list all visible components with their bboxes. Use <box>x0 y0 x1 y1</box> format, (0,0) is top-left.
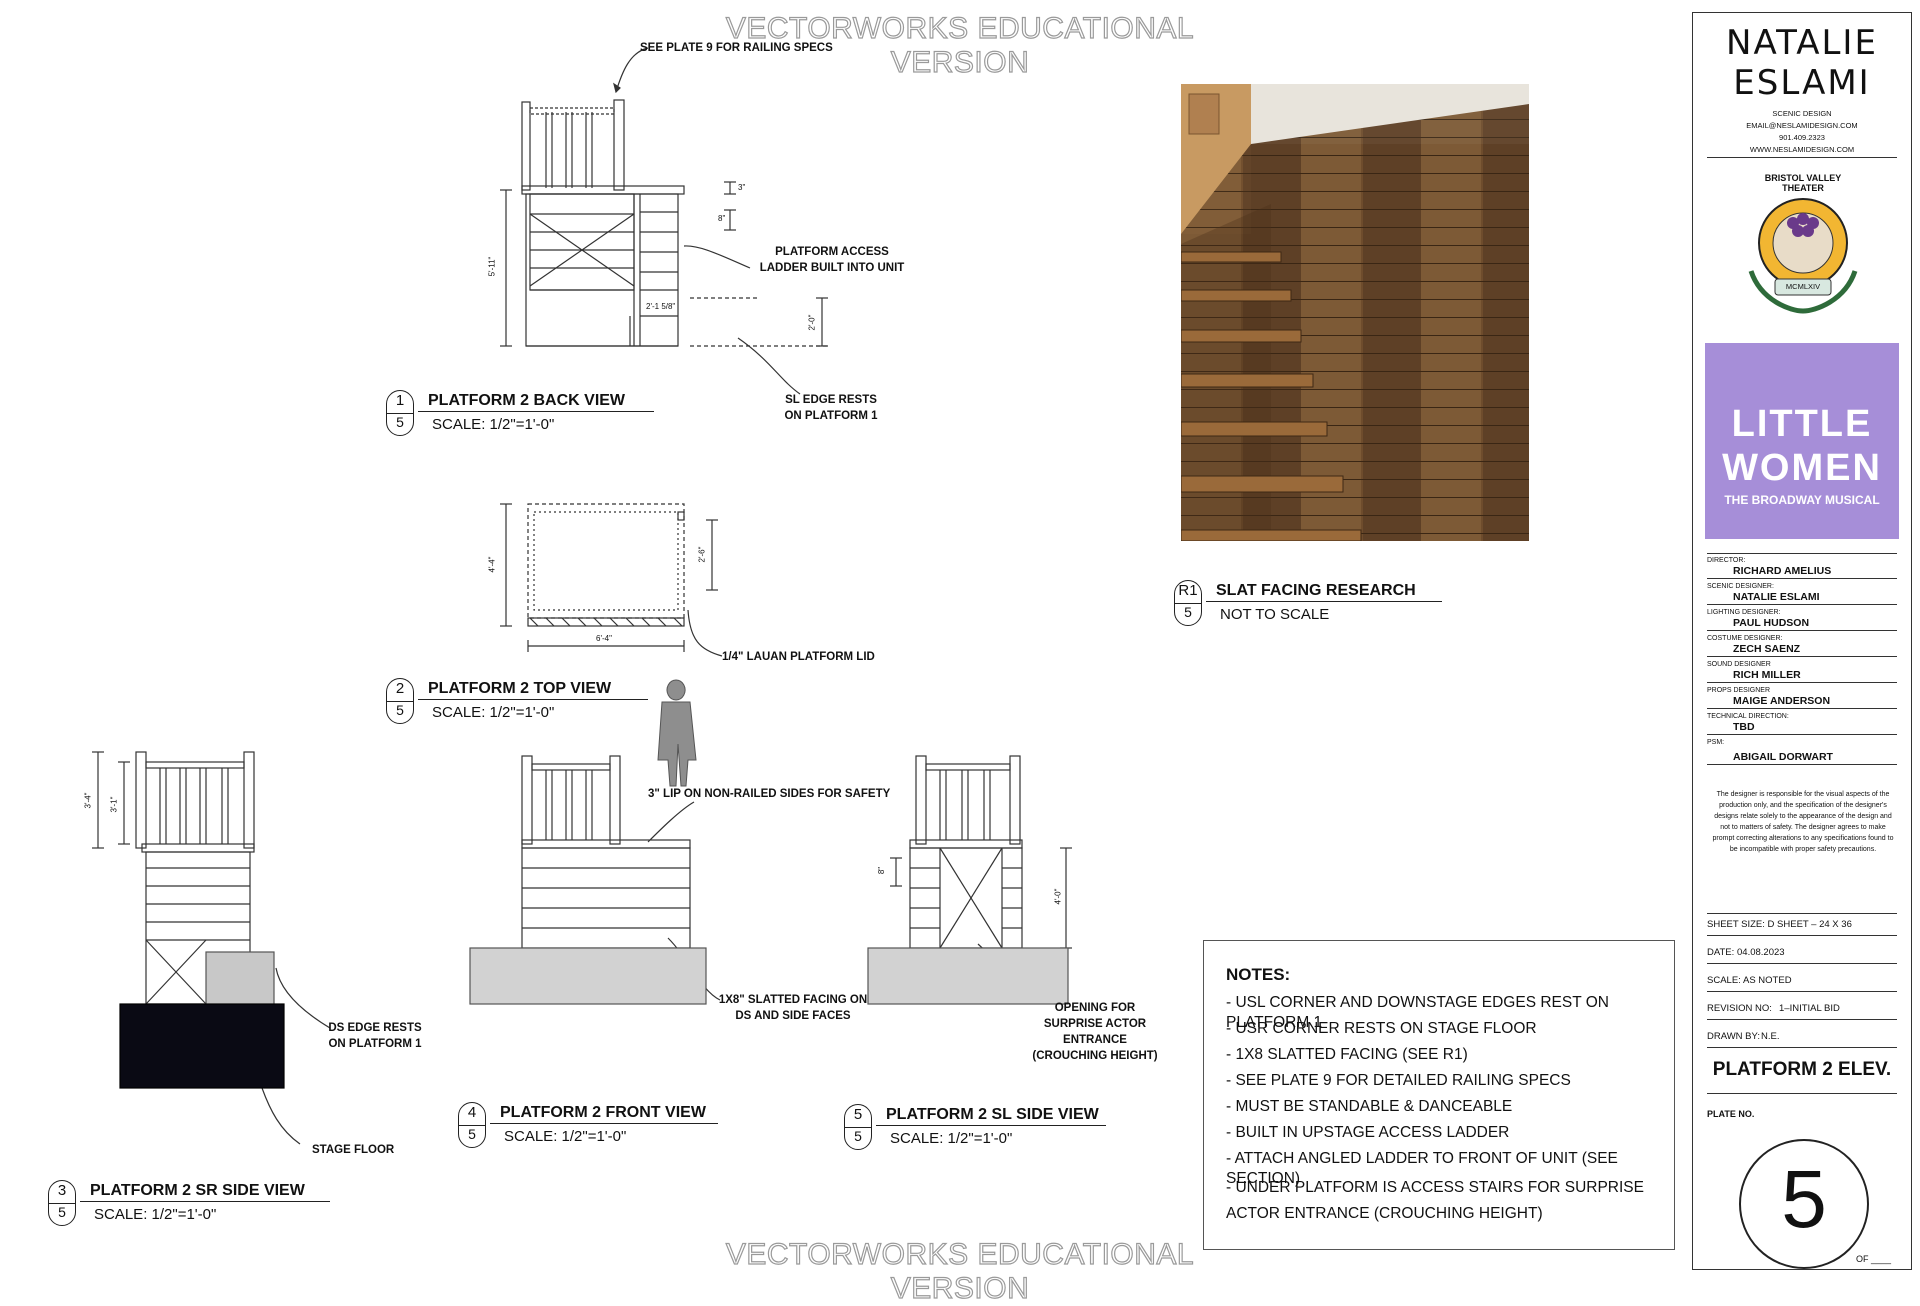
view-title: PLATFORM 2 BACK VIEW <box>428 392 626 409</box>
notes-box: NOTES: - USL CORNER AND DOWNSTAGE EDGES … <box>1203 940 1675 1250</box>
back-view-drawing <box>500 47 830 395</box>
notes-heading: NOTES: <box>1226 965 1291 984</box>
plate-number: 5 <box>1781 1154 1827 1245</box>
callout-opening: OPENING FOR SURPRISE ACTOR ENTRANCE (CRO… <box>1032 1002 1158 1062</box>
plate-number-circle: 5 <box>1739 1139 1869 1269</box>
revision-value: 1–INITIAL BID <box>1779 1003 1840 1014</box>
note-item: - BUILT IN UPSTAGE ACCESS LADDER <box>1226 1124 1510 1141</box>
dim-sr-34: 3'-4" <box>83 792 93 809</box>
view-scale: SCALE: 1/2"=1'-0" <box>432 704 555 721</box>
research-photo-staircase <box>1181 84 1529 541</box>
plate-title: PLATFORM 2 ELEV. <box>1712 1059 1892 1080</box>
dim-back-2ft: 2'-0" <box>807 314 817 331</box>
show-title-line2: WOMEN <box>1722 447 1882 489</box>
date-label: DATE: <box>1707 947 1735 958</box>
title-block: NATALIE ESLAMI SCENIC DESIGN EMAIL@NESLA… <box>1692 12 1912 1270</box>
dim-back-height: 5'-11" <box>487 256 497 277</box>
view-scale: SCALE: 1/2"=1'-0" <box>432 416 555 433</box>
designer-email: EMAIL@NESLAMIDESIGN.COM <box>1746 121 1858 130</box>
view-title: PLATFORM 2 TOP VIEW <box>428 680 612 697</box>
designer-name-line2: ESLAMI <box>1733 63 1871 103</box>
theater-year: MCMLXIV <box>1785 282 1821 291</box>
dim-back-width: 2'-1 5/8" <box>646 302 676 311</box>
view-title: PLATFORM 2 FRONT VIEW <box>500 1104 706 1121</box>
drawn-label: DRAWN BY: <box>1707 1031 1760 1042</box>
dim-back-8: 8" <box>718 214 726 223</box>
note-item: - MUST BE STANDABLE & DANCEABLE <box>1226 1098 1513 1115</box>
dim-top-depth: 4'-4" <box>487 556 497 573</box>
note-item: - USL CORNER AND DOWNSTAGE EDGES REST ON… <box>1226 994 1609 1031</box>
note-item: - SEE PLATE 9 FOR DETAILED RAILING SPECS <box>1226 1072 1571 1089</box>
view-scale: SCALE: 1/2"=1'-0" <box>504 1128 627 1145</box>
drawn-value: N.E. <box>1761 1031 1780 1042</box>
callout-ds-edge: DS EDGE RESTS ON PLATFORM 1 <box>328 1022 422 1050</box>
theater-logo: BRISTOL VALLEY THEATER MCMLXIV <box>1731 171 1875 321</box>
disclaimer: The designer is responsible for the visu… <box>1712 791 1894 853</box>
dim-top-width: 6'-4" <box>596 634 612 643</box>
callout-slatted: 1X8" SLATTED FACING ON DS AND SIDE FACES <box>718 994 868 1022</box>
revision-label: REVISION NO: <box>1707 1003 1772 1014</box>
watermark-top: VECTORWORKS EDUCATIONAL VERSION <box>725 11 1195 79</box>
note-item: - ATTACH ANGLED LADDER TO FRONT OF UNIT … <box>1226 1150 1618 1187</box>
date-value: 04.08.2023 <box>1737 947 1785 958</box>
view-scale: SCALE: 1/2"=1'-0" <box>94 1206 217 1223</box>
note-item: - 1X8 SLATTED FACING (SEE R1) <box>1226 1046 1468 1063</box>
note-item: - USR CORNER RESTS ON STAGE FLOOR <box>1226 1020 1537 1037</box>
dim-back-3: 3" <box>738 183 746 192</box>
platform-1-block <box>205 951 275 1007</box>
show-title-line1: LITTLE <box>1731 403 1873 445</box>
front-platform-1-block <box>469 947 707 1005</box>
stage-floor-block <box>119 1003 285 1089</box>
show-subtitle: THE BROADWAY MUSICAL <box>1724 493 1880 507</box>
sl-platform-1-block <box>867 947 1069 1005</box>
drawing-linework <box>92 47 1072 1145</box>
designer-web: WWW.NESLAMIDESIGN.COM <box>1749 145 1855 154</box>
plate-of-label: OF ____ <box>1856 1254 1892 1264</box>
dim-sl-8: 8" <box>877 866 887 875</box>
view-scale: NOT TO SCALE <box>1220 606 1330 623</box>
view-title: PLATFORM 2 SL SIDE VIEW <box>886 1106 1099 1123</box>
view-title: SLAT FACING RESEARCH <box>1216 582 1416 599</box>
sheet-size: SHEET SIZE: D SHEET – 24 X 36 <box>1707 919 1852 930</box>
dim-sr-31: 3'-1" <box>109 796 119 813</box>
top-view-drawing <box>500 503 723 657</box>
callout-sl-edge: SL EDGE RESTS ON PLATFORM 1 <box>784 394 878 422</box>
show-logo: LITTLE WOMEN THE BROADWAY MUSICAL <box>1705 343 1899 539</box>
callout-lauan: 1/4" LAUAN PLATFORM LID <box>722 651 875 663</box>
callout-stage-floor: STAGE FLOOR <box>312 1144 395 1156</box>
callout-railing: SEE PLATE 9 FOR RAILING SPECS <box>640 42 833 54</box>
note-item: - UNDER PLATFORM IS ACCESS STAIRS FOR SU… <box>1226 1179 1644 1222</box>
sr-side-view-drawing <box>92 751 331 1145</box>
scale-value: AS NOTED <box>1743 975 1792 986</box>
designer-role: SCENIC DESIGN <box>1772 109 1832 118</box>
view-scale: SCALE: 1/2"=1'-0" <box>890 1130 1013 1147</box>
theater-name: BRISTOL VALLEY THEATER <box>1764 173 1842 193</box>
view-title: PLATFORM 2 SR SIDE VIEW <box>90 1182 305 1199</box>
callout-ladder: PLATFORM ACCESS LADDER BUILT INTO UNIT <box>759 246 905 274</box>
scale-label: SCALE: <box>1707 975 1741 986</box>
designer-name-line1: NATALIE <box>1726 23 1878 63</box>
dim-top-2ft: 2'-6" <box>697 546 707 563</box>
dim-sl-4ft: 4'-0" <box>1053 888 1063 905</box>
plate-label: PLATE NO. <box>1707 1109 1755 1119</box>
human-figure <box>657 679 697 787</box>
callout-lip: 3" LIP ON NON-RAILED SIDES FOR SAFETY <box>648 788 891 800</box>
designer-phone: 901.409.2323 <box>1779 133 1825 142</box>
